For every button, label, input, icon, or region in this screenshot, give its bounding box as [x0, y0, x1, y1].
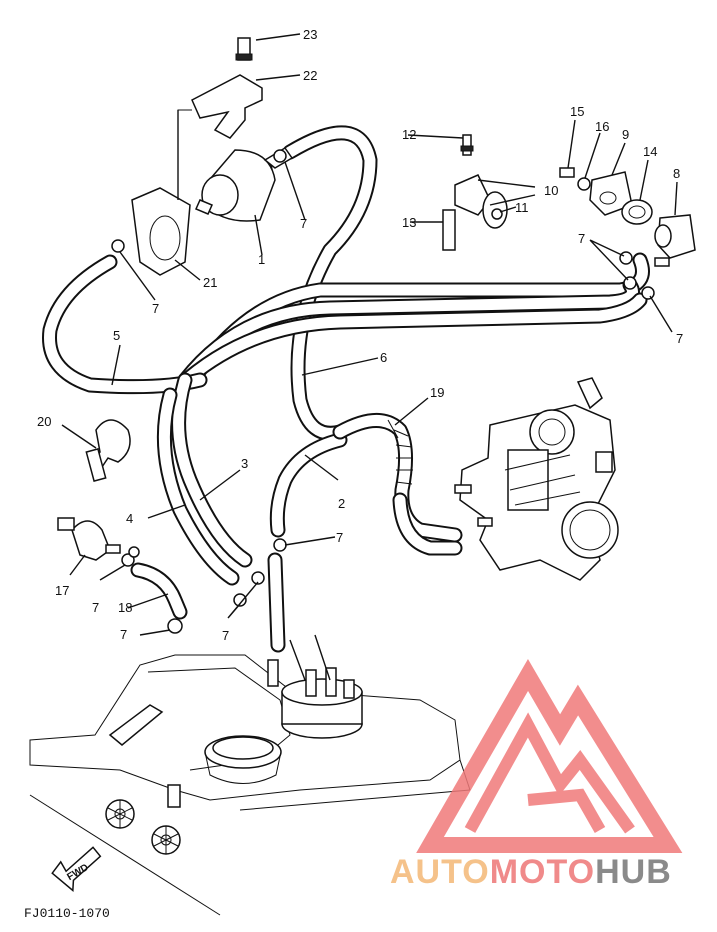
watermark-hub: HUB	[595, 853, 672, 891]
watermark-moto: MOTO	[490, 853, 595, 891]
callout-4: 4	[126, 511, 133, 526]
drawing-code: FJ0110-1070	[24, 906, 110, 921]
forward-arrow: FWD	[51, 846, 102, 893]
callout-7-left: 7	[152, 301, 159, 316]
fuel-tank	[29, 654, 471, 916]
callout-22: 22	[303, 68, 317, 83]
fwd-label: FWD	[65, 862, 90, 883]
small-parts	[57, 149, 287, 634]
callout-3: 3	[241, 456, 248, 471]
callout-7-filter: 7	[300, 216, 307, 231]
callout-7-hose2: 7	[336, 530, 343, 545]
callout-12: 12	[402, 127, 416, 142]
watermark-auto: AUTO	[390, 853, 490, 891]
callout-15: 15	[570, 104, 584, 119]
callout-7-bottom: 7	[222, 628, 229, 643]
callout-1: 1	[258, 252, 265, 267]
carburetor	[454, 377, 619, 581]
callout-19: 19	[430, 385, 444, 400]
callout-10: 10	[544, 183, 558, 198]
right-components	[442, 134, 696, 300]
callout-18: 18	[118, 600, 132, 615]
callout-20: 20	[37, 414, 51, 429]
watermark: AUTOMOTOHUB	[390, 659, 683, 891]
callout-7-tank: 7	[120, 627, 127, 642]
callouts: 23 22 7 1 7 21 5 6 19 20 3 4 2 7 17 7 18…	[37, 27, 683, 643]
callout-8: 8	[673, 166, 680, 181]
callout-9: 9	[622, 127, 629, 142]
watermark-logo-icon	[416, 659, 683, 853]
leader-lines	[61, 33, 678, 636]
callout-11: 11	[515, 200, 529, 215]
fuel-hoses	[42, 125, 650, 681]
callout-14: 14	[643, 144, 657, 159]
callout-5: 5	[113, 328, 120, 343]
callout-7-check: 7	[92, 600, 99, 615]
callout-13: 13	[402, 215, 416, 230]
callout-6: 6	[380, 350, 387, 365]
callout-2: 2	[338, 496, 345, 511]
callout-16: 16	[595, 119, 609, 134]
callout-17: 17	[55, 583, 69, 598]
fuel-filter	[131, 37, 294, 276]
callout-7-valve: 7	[578, 231, 585, 246]
callout-23: 23	[303, 27, 317, 42]
watermark-text-auto: AUTOMOTOHUB	[390, 853, 672, 891]
callout-21: 21	[203, 275, 217, 290]
callout-7-right: 7	[676, 331, 683, 346]
